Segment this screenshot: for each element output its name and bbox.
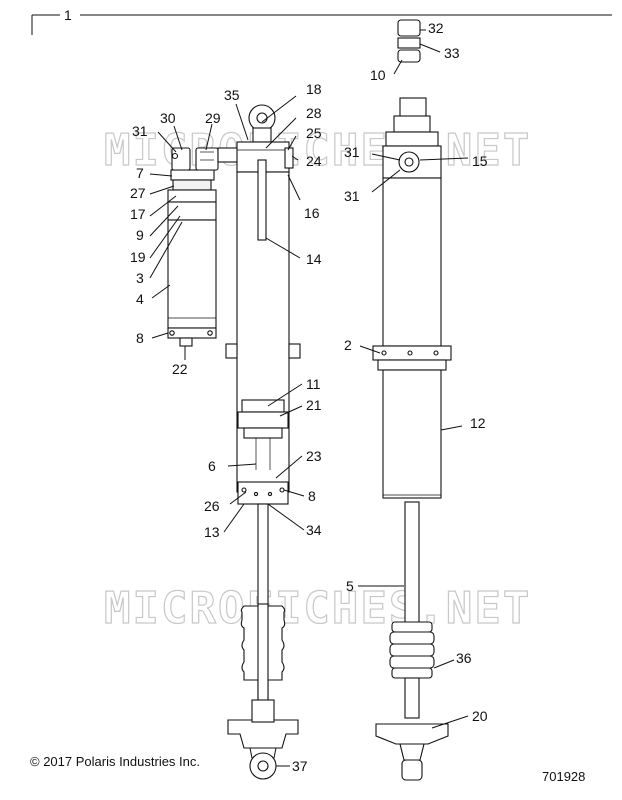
label-34: 34 [306,522,322,538]
label-22: 22 [172,361,188,377]
label-24: 24 [306,153,322,169]
label-8-right: 8 [308,488,316,504]
label-2: 2 [344,337,352,353]
label-30: 30 [160,110,176,126]
callout-labels: 1 32 33 10 35 18 30 29 28 31 25 31 15 24… [64,7,488,774]
label-26: 26 [204,498,220,514]
label-11: 11 [306,376,321,392]
label-37: 37 [292,758,308,774]
label-29: 29 [205,110,221,126]
label-13: 13 [204,524,220,540]
label-35: 35 [224,87,240,103]
drawing-number: 701928 [542,769,585,784]
label-25: 25 [306,125,322,141]
label-15: 15 [472,153,488,169]
label-8-left: 8 [136,330,144,346]
label-9: 9 [136,227,144,243]
frame-bracket [31,14,612,35]
label-19: 19 [130,249,146,265]
label-16: 16 [304,205,320,221]
shock-body-center [225,104,301,780]
label-10: 10 [370,67,386,83]
label-27: 27 [130,185,146,201]
label-33: 33 [444,45,460,61]
label-17: 17 [130,206,146,222]
label-6: 6 [208,458,216,474]
copyright-text: © 2017 Polaris Industries Inc. [30,754,200,769]
label-23: 23 [306,448,322,464]
label-31-right: 31 [344,188,360,204]
label-31-top-right: 31 [344,144,360,160]
label-20: 20 [472,708,488,724]
shock-assembled-right [372,19,452,781]
label-1: 1 [64,7,72,23]
label-21: 21 [306,397,322,413]
label-12: 12 [470,415,486,431]
label-4: 4 [136,291,144,307]
label-18: 18 [306,81,322,97]
label-7: 7 [136,165,144,181]
label-31-left: 31 [132,123,148,139]
label-28: 28 [306,105,322,121]
label-3: 3 [136,270,144,286]
watermark-bottom: MICROFICHES.NET [104,583,531,634]
reservoir-assembly [167,147,241,347]
label-14: 14 [306,251,322,267]
label-32: 32 [428,20,444,36]
label-5: 5 [346,578,354,594]
label-36: 36 [456,650,472,666]
leader-lines [149,29,469,767]
